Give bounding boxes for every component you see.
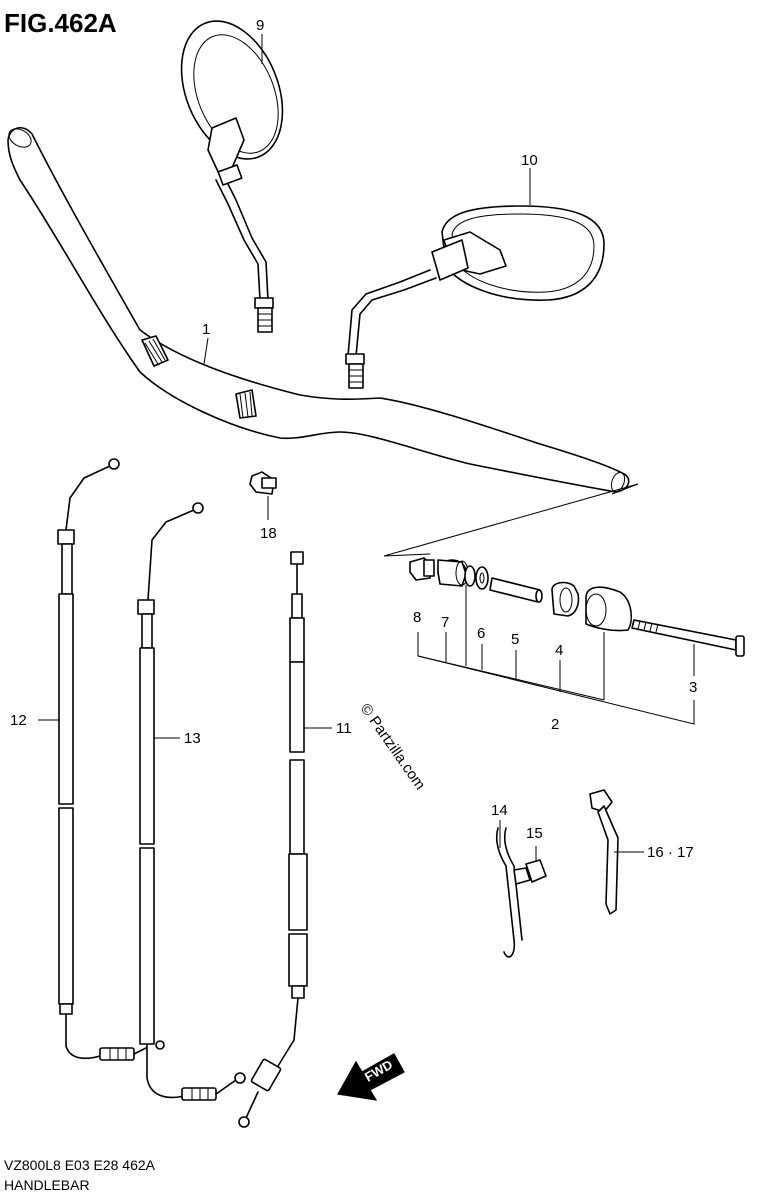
part-6-washer[interactable] [464,565,489,590]
part-11-clutch-cable[interactable] [238,551,308,1128]
callout-11: 11 [336,720,352,737]
callout-12: 12 [10,712,27,729]
callout-1: 1 [202,321,210,338]
part-18-clip[interactable] [249,471,277,495]
mirror-right[interactable] [345,205,605,389]
watermark: © Partzilla.com [357,701,429,794]
callout-9: 9 [256,17,264,34]
callout-6: 6 [477,625,485,642]
part-4-collar[interactable] [551,581,580,617]
callout-13: 13 [184,730,201,747]
handlebar[interactable] [6,125,630,493]
part-15-bolt[interactable] [513,859,547,885]
part-16-17-cable-tie[interactable] [589,789,619,915]
callout-8: 8 [413,609,421,626]
callout-10: 10 [521,152,538,169]
fwd-arrow-icon: FWD [337,1053,405,1101]
part-2-weight[interactable] [585,586,633,632]
callout-18: 18 [260,525,277,542]
part-13-throttle-cable[interactable] [137,502,246,1101]
mirror-left[interactable] [162,6,301,333]
callout-4: 4 [555,642,563,659]
callout-3: 3 [689,679,697,696]
part-12-throttle-cable[interactable] [57,458,147,1061]
callout-15: 15 [526,825,543,842]
figure-title: FIG.462A [4,8,117,38]
part-3-screw[interactable] [631,619,745,657]
footer-code: VZ800L8 E03 E28 462A [4,1157,156,1173]
callout-5: 5 [511,631,519,648]
callout-16-17: 16 · 17 [647,844,694,861]
part-8-nut[interactable] [409,557,435,581]
callout-2: 2 [551,716,559,733]
part-14-clip[interactable] [495,827,523,958]
part-7-sleeve[interactable] [437,559,469,587]
callout-14: 14 [491,802,508,819]
part-5-rod[interactable] [489,577,543,603]
callout-7: 7 [441,614,449,631]
footer-name: HANDLEBAR [4,1177,90,1193]
